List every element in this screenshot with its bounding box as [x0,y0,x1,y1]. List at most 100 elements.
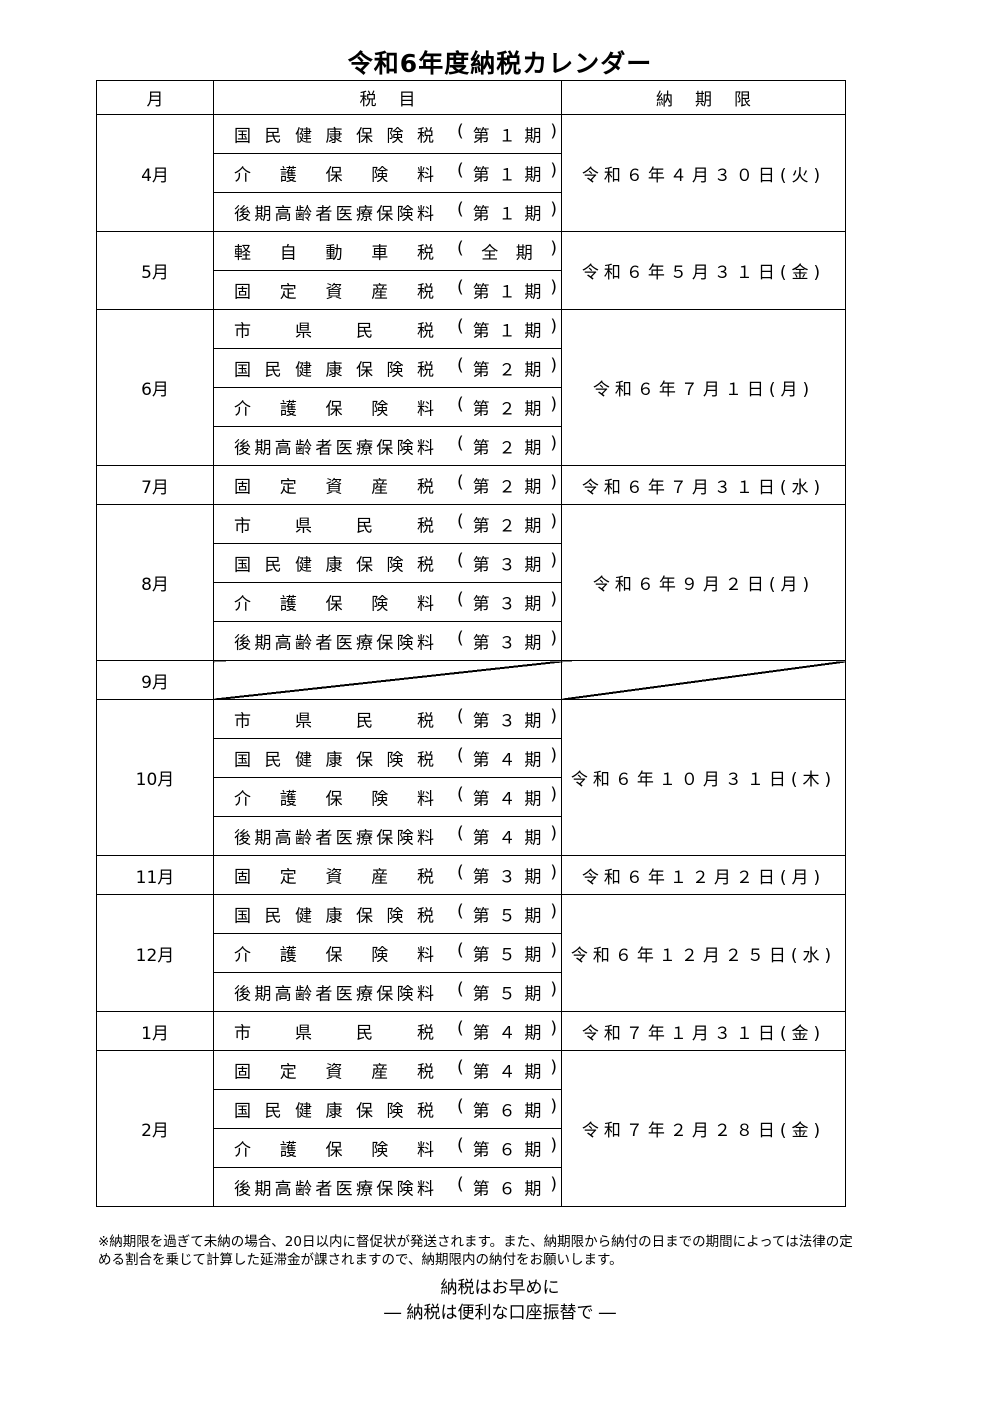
due-date-cell: 令和６年４月３０日(火) [561,114,846,232]
tax-name-char: 療 [355,984,373,1005]
tax-name-char: 険 [371,789,389,810]
tax-name-char: 料 [417,789,434,810]
tax-period-char: ( [457,511,464,532]
tax-period-char: ( [457,433,464,454]
tax-name-char: 税 [417,477,434,498]
tax-name-char: 者 [315,204,333,225]
tax-period-char: ( [457,940,464,961]
tax-period-char: ) [550,160,557,181]
tax-period-char: ) [550,784,557,805]
tax-name: 後期高齢者医療保険料 [234,1175,434,1200]
due-date-cell: 令和７年１月３１日(金) [561,1011,846,1051]
tax-period-char: ) [550,745,557,766]
tax-period-char: ( [457,628,464,649]
tax-period-char: ) [550,1057,557,1078]
tax-name-char: 市 [234,1023,251,1044]
tax-period-char: ２ [498,360,516,381]
tax-name-char: 税 [417,711,434,732]
tax-period-char: ) [550,706,557,727]
tax-name-char: 齢 [294,984,312,1005]
month-cell: 7月 [96,465,214,505]
tax-period-char: 期 [524,867,542,888]
table-header-row: 月 税目 納期限 [96,80,846,115]
tax-name: 介護保険料 [234,590,434,615]
tax-period-char: ) [550,979,557,1000]
header-tax: 税目 [213,80,562,115]
tax-name-char: 保 [376,438,394,459]
tax-name-char: 税 [417,516,434,537]
tax-name-char: 県 [295,1023,312,1044]
tax-name-char: 険 [371,399,389,420]
tax-name-char: 国 [234,906,251,927]
tax-name-char: 車 [371,243,389,264]
tax-name-char: 者 [315,828,333,849]
tax-period-char: ) [550,355,557,376]
month-cell: 12月 [96,894,214,1012]
tax-name-char: 療 [355,204,373,225]
tax-period-char: ２ [498,477,516,498]
tax-period-char: ４ [498,1062,516,1083]
month-cell: 4月 [96,114,214,232]
tax-name: 国民健康保険税 [234,1097,434,1122]
tax-name: 後期高齢者医療保険料 [234,200,434,225]
tax-name-char: 医 [335,1179,353,1200]
month-cell: 9月 [96,660,214,700]
tax-name: 軽自動車税 [234,239,434,264]
tax-name: 固定資産税 [234,278,434,303]
due-date-cell: 令和６年７月３１日(水) [561,465,846,505]
tax-period-char: 第 [472,867,490,888]
tax-period-char: ( [457,589,464,610]
tax-name-char: 保 [376,204,394,225]
tax-name-char: 医 [335,828,353,849]
tax-name-char: 康 [325,750,343,771]
tax-name-char: 料 [417,594,434,615]
month-cell: 11月 [96,855,214,895]
tax-period-char: ( [457,979,464,1000]
tax-name-char: 後 [234,438,251,459]
tax-period-char: 期 [524,399,542,420]
page-title: 令和6年度納税カレンダー [347,49,653,78]
tax-period-char: ４ [498,789,516,810]
tax-name-char: 健 [295,1101,312,1122]
tax-period-char: 第 [472,594,490,615]
tax-period-char: 期 [524,165,542,186]
tax-period-char: ６ [498,1179,516,1200]
tax-name-char: 医 [335,438,353,459]
tax-period-char: ２ [498,516,516,537]
tax-name-char: 険 [371,1140,389,1161]
tax-period-char: 期 [524,282,542,303]
tax-name-char: 定 [279,1062,297,1083]
tax-name-char: 医 [335,633,353,654]
tax-period-char: ( [457,316,464,337]
tax-name-char: 税 [417,126,434,147]
due-date-cell: 令和６年１０月３１日(木) [561,699,846,856]
tax-name-char: 民 [356,516,373,537]
tax-name-char: 産 [371,1062,389,1083]
tax-name-char: 民 [356,711,373,732]
tax-period-char: 第 [472,828,490,849]
tax-period-char: ) [550,199,557,220]
